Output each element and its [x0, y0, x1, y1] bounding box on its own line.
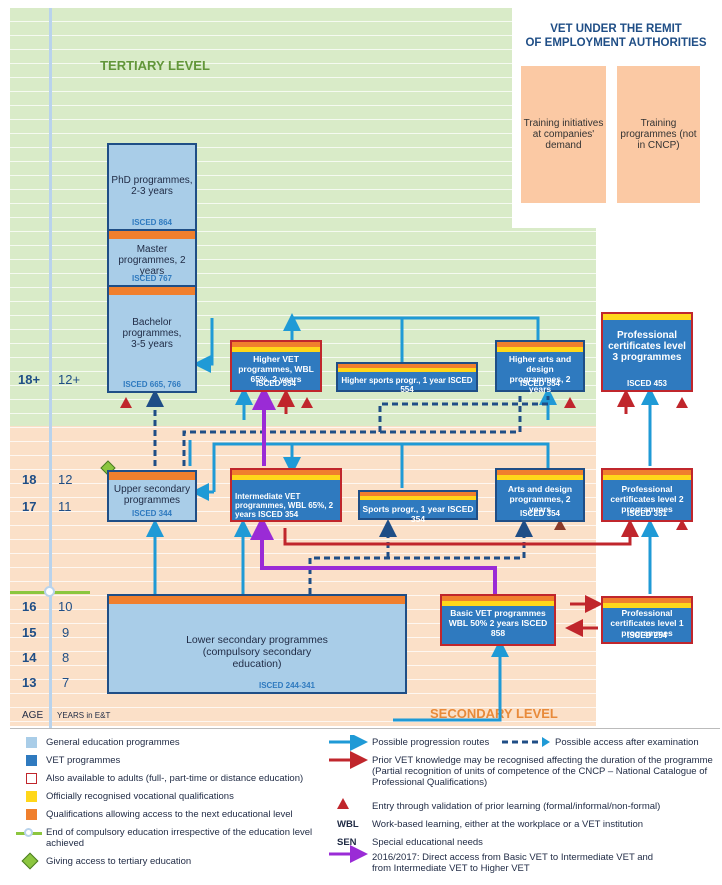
legend-access: Qualifications allowing access to the ne… — [46, 809, 293, 820]
age-label: 14 — [22, 650, 37, 665]
sports-box: Sports progr., 1 year ISCED 354 — [358, 490, 478, 524]
years-label: 12+ — [58, 372, 81, 387]
phd-box: PhD programmes, 2-3 years ISCED 864 — [107, 143, 197, 231]
age-label: 15 — [22, 625, 37, 640]
lower-secondary-box: Lower secondary programmes (compulsory s… — [107, 594, 407, 694]
bachelor-box: Bachelor programmes, 3-5 years ISCED 665… — [107, 285, 197, 393]
higher-arts-box: Higher arts and design programmes, 2 yea… — [495, 340, 585, 394]
legend-end-marker — [24, 828, 33, 837]
higher-sports-box: Higher sports progr., 1 year ISCED 554 — [336, 362, 478, 394]
legend-access-swatch — [26, 809, 37, 820]
legend-tertiary: Giving access to tertiary education — [46, 856, 192, 867]
years-label: 9 — [62, 625, 70, 640]
master-box: Master programmes, 2 years ISCED 767 — [107, 229, 197, 287]
age-label: 16 — [22, 599, 37, 614]
legend-direct: 2016/2017: Direct access from Basic VET … — [372, 852, 654, 874]
legend-adults: Also available to adults (full-, part-ti… — [46, 773, 304, 784]
age-label: 13 — [22, 675, 37, 690]
training-programmes-box: Training programmes (not in CNCP) — [617, 66, 700, 203]
years-header: YEARS in E&T — [57, 711, 111, 720]
intermediate-vet-box: Intermediate VET programmes, WBL 65%, 2 … — [230, 468, 342, 522]
legend-qual-swatch — [26, 791, 37, 802]
professional-cert-2-box: Professional certificates level 2 progra… — [601, 468, 693, 522]
years-label: 12 — [58, 472, 73, 487]
legend-sen: Special educational needs — [372, 837, 483, 848]
years-label: 11 — [58, 499, 72, 514]
years-label: 10 — [58, 599, 73, 614]
legend-wbl-key: WBL — [337, 819, 359, 830]
legend-exam: Possible access after examination — [555, 737, 699, 748]
professional-cert-1-box: Professional certificates level 1 progra… — [601, 596, 693, 644]
legend-vet-swatch — [26, 755, 37, 766]
legend-progression: Possible progression routes — [372, 737, 490, 748]
employment-title: VET UNDER THE REMIT OF EMPLOYMENT AUTHOR… — [525, 23, 707, 49]
years-label: 8 — [62, 650, 70, 665]
secondary-level-label: SECONDARY LEVEL — [430, 706, 558, 721]
tertiary-level-label: TERTIARY LEVEL — [100, 58, 210, 73]
age-label: 17 — [22, 499, 37, 514]
age-header: AGE — [22, 710, 44, 721]
legend-adults-swatch — [26, 773, 37, 784]
legend-end: End of compulsory education irrespective… — [46, 827, 313, 849]
upper-secondary-box: Upper secondary programmes ISCED 344 — [107, 470, 197, 522]
legend-general-swatch — [26, 737, 37, 748]
legend-prior: Prior VET knowledge may be recognised af… — [372, 755, 713, 788]
compulsory-end-marker — [44, 586, 55, 597]
higher-vet-box: Higher VET programmes, WBL 65%, 2 years … — [230, 340, 322, 392]
age-label: 18 — [22, 472, 37, 487]
legend-symbols — [329, 735, 368, 863]
age-label: 18+ — [18, 372, 41, 387]
legend-dashed-arrow — [502, 737, 550, 747]
years-label: 7 — [62, 675, 70, 690]
legend-wbl: Work-based learning, either at the workp… — [372, 819, 644, 830]
legend-sen-key: SEN — [337, 837, 357, 848]
professional-cert-3-box: Professional certificates level 3 progra… — [601, 312, 693, 392]
age-axis-line — [49, 8, 52, 728]
legend-general: General education programmes — [46, 737, 180, 748]
legend-vet: VET programmes — [46, 755, 121, 766]
legend-qual: Officially recognised vocational qualifi… — [46, 791, 234, 802]
basic-vet-box: Basic VET programmes WBL 50% 2 years ISC… — [440, 594, 556, 646]
legend-entry: Entry through validation of prior learni… — [372, 801, 661, 812]
arts-box: Arts and design programmes, 2 years ISCE… — [495, 468, 585, 522]
training-initiatives-box: Training initiatives at companies' deman… — [521, 66, 606, 203]
